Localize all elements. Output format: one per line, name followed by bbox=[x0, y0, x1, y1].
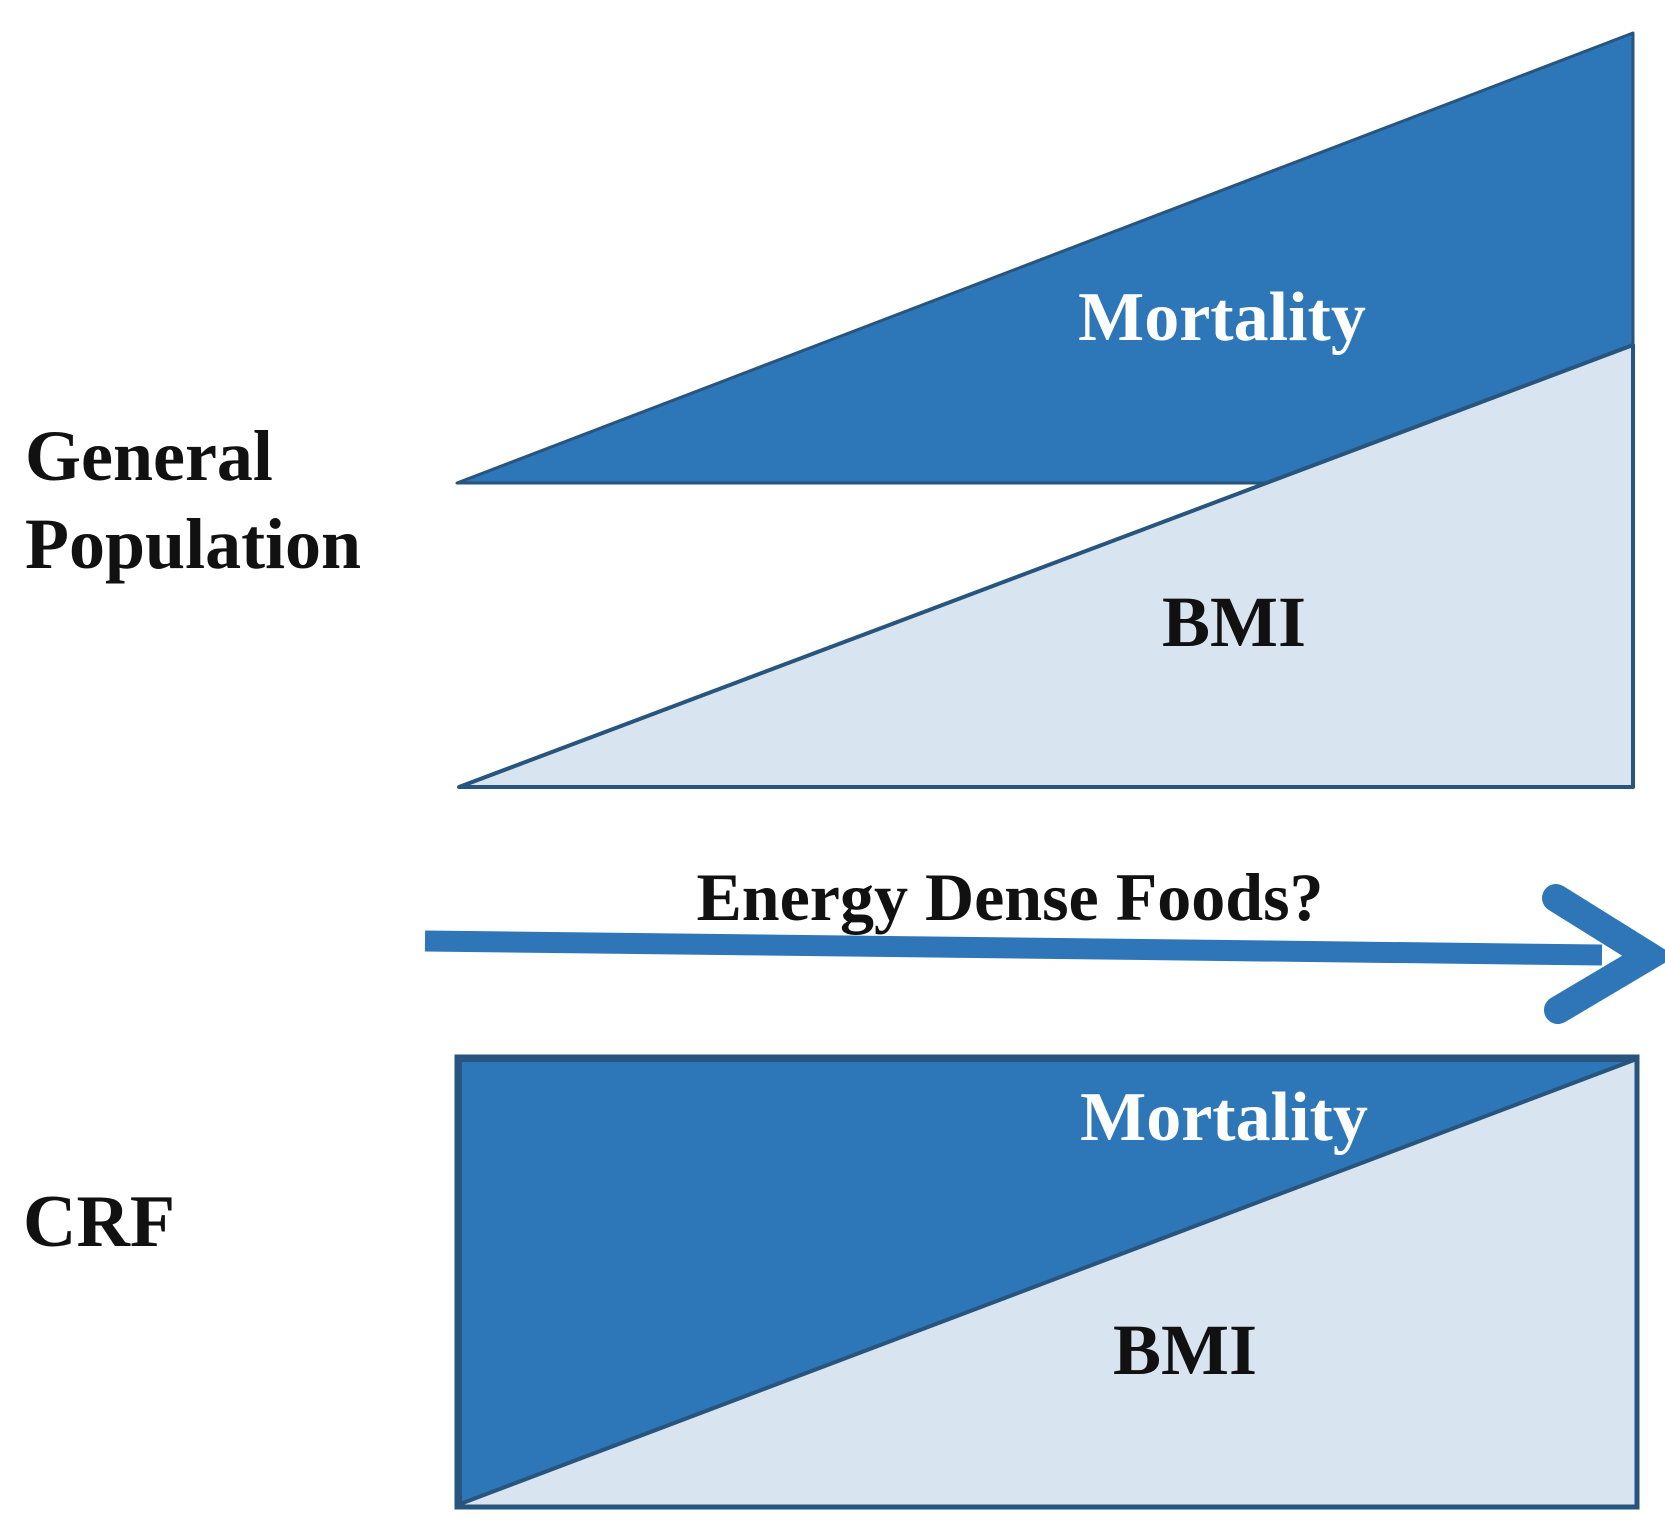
crf-label: CRF bbox=[23, 1181, 176, 1263]
energy-arrow-shaft bbox=[424, 930, 1603, 966]
general-population-label: General Population bbox=[25, 416, 362, 584]
gp-bmi-wedge-label: BMI bbox=[1162, 582, 1306, 662]
energy-dense-foods-label: Energy Dense Foods? bbox=[696, 859, 1324, 935]
gp-bmi-wedge bbox=[457, 343, 1635, 789]
crf-mortality-wedge bbox=[458, 1058, 1636, 1506]
crf-bmi-wedge-label: BMI bbox=[1113, 1310, 1257, 1390]
gp-mortality-wedge bbox=[455, 31, 1635, 485]
energy-arrow-head-icon bbox=[1542, 884, 1665, 1024]
crf-mortality-wedge-label: Mortality bbox=[1080, 1079, 1368, 1156]
gp-mortality-wedge-label: Mortality bbox=[1078, 279, 1366, 356]
